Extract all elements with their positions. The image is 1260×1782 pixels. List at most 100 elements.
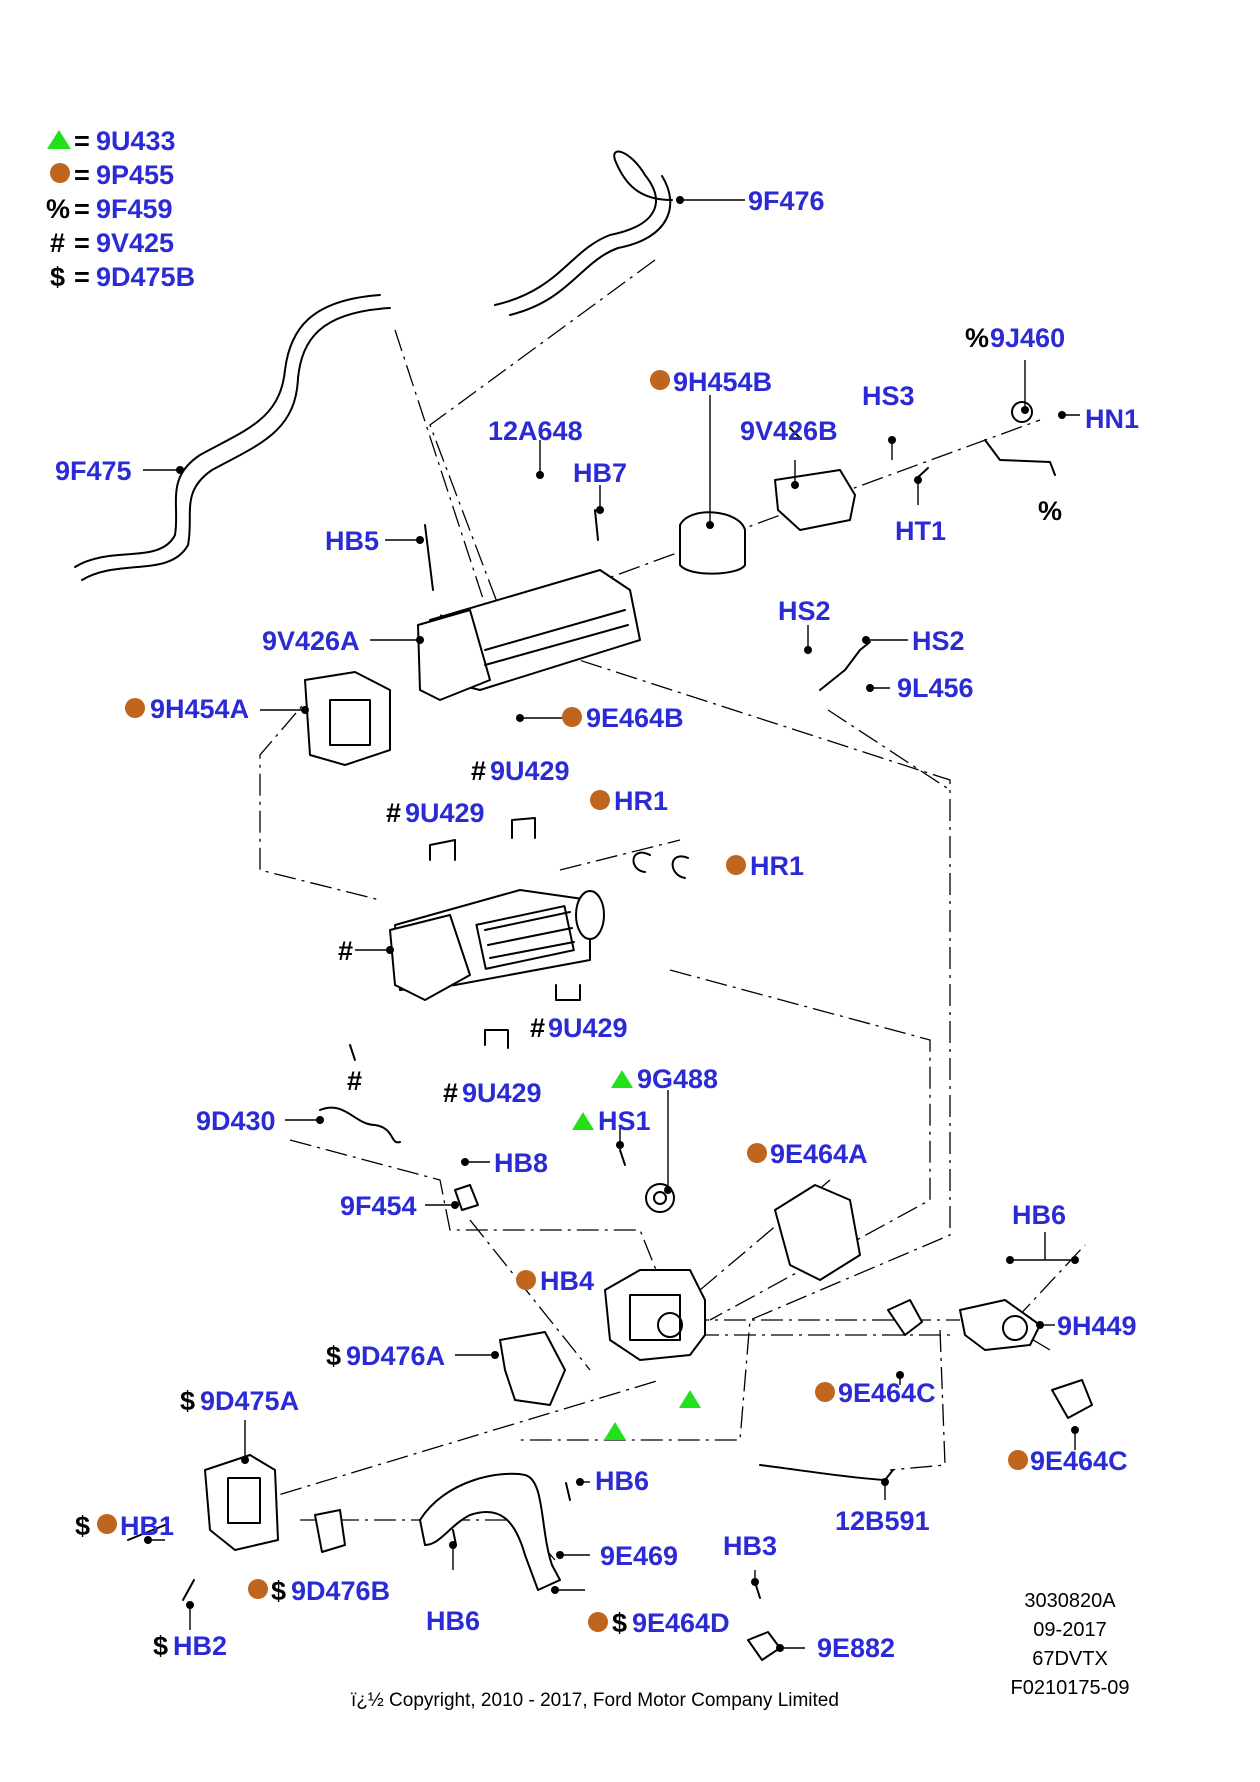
sensor-wire-12b591 bbox=[759, 1464, 894, 1481]
legend-code: 9V425 bbox=[96, 228, 174, 258]
circle-symbol-icon bbox=[50, 163, 70, 183]
gasket-9h454b bbox=[679, 511, 746, 575]
leader-lines bbox=[143, 199, 1080, 1649]
egr-cooler-main bbox=[389, 889, 605, 1001]
callout-ht1: HT1 bbox=[895, 516, 946, 546]
callout-9e464c-right: 9E464C bbox=[1030, 1446, 1128, 1476]
callout-hb7: HB7 bbox=[573, 458, 627, 488]
reference-block: 3030820A 09-2017 67DVTX F0210175-09 bbox=[1011, 1590, 1130, 1699]
egr-cooler-upper bbox=[417, 569, 641, 701]
callout-9u429-bottom: 9U429 bbox=[462, 1078, 542, 1108]
callout-hs2-top: HS2 bbox=[778, 596, 831, 626]
callout-9g488: 9G488 bbox=[637, 1064, 718, 1094]
egr-valve-housing bbox=[604, 1269, 706, 1361]
callout-9d475a: 9D475A bbox=[200, 1386, 299, 1416]
hose-9f475 bbox=[74, 294, 391, 581]
callout-hb6-right: HB6 bbox=[1012, 1200, 1066, 1230]
legend: = 9U433 = 9P455 % = 9F459 # = 9V425 $ = … bbox=[46, 126, 195, 292]
legend-code: 9U433 bbox=[96, 126, 176, 156]
callout-dollar: $ bbox=[153, 1631, 168, 1661]
gasket-9h454a bbox=[304, 671, 391, 766]
callout-9e882: 9E882 bbox=[817, 1633, 895, 1663]
legend-symbol: % bbox=[46, 194, 70, 224]
callout-9d476a: 9D476A bbox=[346, 1341, 445, 1371]
markers bbox=[97, 370, 1028, 1632]
callout-hb6-mid: HB6 bbox=[595, 1466, 649, 1496]
reference-line-1: 3030820A bbox=[1024, 1590, 1116, 1612]
callout-9u429-left: 9U429 bbox=[405, 798, 485, 828]
legend-code: 9D475B bbox=[96, 262, 195, 292]
callout-9f454: 9F454 bbox=[340, 1191, 417, 1221]
circle-marker-icon bbox=[726, 855, 746, 875]
callout-hash-cooler: # bbox=[338, 936, 353, 966]
callout-9v426b: 9V426B bbox=[740, 416, 838, 446]
svg-text:=: = bbox=[74, 228, 90, 258]
triangle-marker-icon bbox=[679, 1390, 701, 1408]
callout-hash: # bbox=[530, 1013, 545, 1043]
sensor-9e882 bbox=[747, 1631, 781, 1661]
triangle-marker-icon bbox=[604, 1422, 626, 1440]
actuator-9d475a bbox=[204, 1454, 279, 1551]
callout-hash-bottom: # bbox=[347, 1066, 362, 1096]
legend-code: 9F459 bbox=[96, 194, 173, 224]
callout-9e464a: 9E464A bbox=[770, 1139, 868, 1169]
hose-9f476 bbox=[494, 150, 673, 316]
circle-marker-icon bbox=[516, 1270, 536, 1290]
callout-9e464d: 9E464D bbox=[632, 1608, 730, 1638]
legend-row-triangle: = 9U433 bbox=[47, 126, 176, 156]
elbow-9h449 bbox=[959, 1299, 1041, 1351]
callout-9d430: 9D430 bbox=[196, 1106, 276, 1136]
triangle-symbol-icon bbox=[47, 130, 71, 149]
circle-marker-icon bbox=[1008, 1450, 1028, 1470]
svg-text:=: = bbox=[74, 262, 90, 292]
gasket-9e464c-left bbox=[887, 1299, 923, 1336]
callout-dollar: $ bbox=[271, 1576, 286, 1606]
callout-9u429-top: 9U429 bbox=[490, 756, 570, 786]
circle-marker-icon bbox=[815, 1382, 835, 1402]
callout-hr1-right: HR1 bbox=[750, 851, 804, 881]
circle-marker-icon bbox=[650, 370, 670, 390]
pipe-9e469 bbox=[419, 1472, 561, 1591]
callout-percent-marker: % bbox=[1038, 496, 1062, 526]
callout-hn1: HN1 bbox=[1085, 404, 1139, 434]
legend-row-hash: # = 9V425 bbox=[50, 228, 174, 258]
pipe-9j460 bbox=[984, 401, 1056, 476]
reference-line-2: 09-2017 bbox=[1033, 1619, 1106, 1641]
callout-hs2-right: HS2 bbox=[912, 626, 965, 656]
tube-9l456 bbox=[819, 641, 871, 691]
clips-9u429 bbox=[429, 817, 581, 1049]
callout-12b591: 12B591 bbox=[835, 1506, 930, 1536]
legend-row-circle: = 9P455 bbox=[50, 160, 174, 190]
svg-text:=: = bbox=[74, 194, 90, 224]
svg-text:=: = bbox=[74, 126, 90, 156]
callout-hash: # bbox=[386, 798, 401, 828]
callout-hb8: HB8 bbox=[494, 1148, 548, 1178]
callout-hs3: HS3 bbox=[862, 381, 915, 411]
bracket-9f454 bbox=[454, 1184, 479, 1211]
callout-hr1-top: HR1 bbox=[614, 786, 668, 816]
circle-marker-icon bbox=[97, 1514, 117, 1534]
legend-row-percent: % = 9F459 bbox=[46, 194, 173, 224]
callout-9f476: 9F476 bbox=[748, 186, 825, 216]
legend-symbol: $ bbox=[50, 262, 65, 292]
callout-dollar: $ bbox=[180, 1386, 195, 1416]
callout-hb4: HB4 bbox=[540, 1266, 594, 1296]
svg-text:=: = bbox=[74, 160, 90, 190]
callout-percent: % bbox=[965, 323, 989, 353]
legend-row-dollar: $ = 9D475B bbox=[50, 262, 195, 292]
reference-line-4: F0210175-09 bbox=[1011, 1677, 1130, 1699]
rings-hr1 bbox=[632, 851, 689, 879]
cover-9v426b bbox=[774, 469, 856, 531]
gasket-9d476b bbox=[314, 1509, 346, 1553]
callout-dollar: $ bbox=[75, 1511, 90, 1541]
callout-hash: # bbox=[471, 756, 486, 786]
circle-marker-icon bbox=[747, 1143, 767, 1163]
callout-hb5: HB5 bbox=[325, 526, 379, 556]
legend-symbol: # bbox=[50, 228, 65, 258]
callout-9d476b: 9D476B bbox=[291, 1576, 390, 1606]
callout-9e464b: 9E464B bbox=[586, 703, 684, 733]
callout-9e469: 9E469 bbox=[600, 1541, 678, 1571]
callout-hash: # bbox=[443, 1078, 458, 1108]
circle-marker-icon bbox=[248, 1579, 268, 1599]
callout-9f475: 9F475 bbox=[55, 456, 132, 486]
